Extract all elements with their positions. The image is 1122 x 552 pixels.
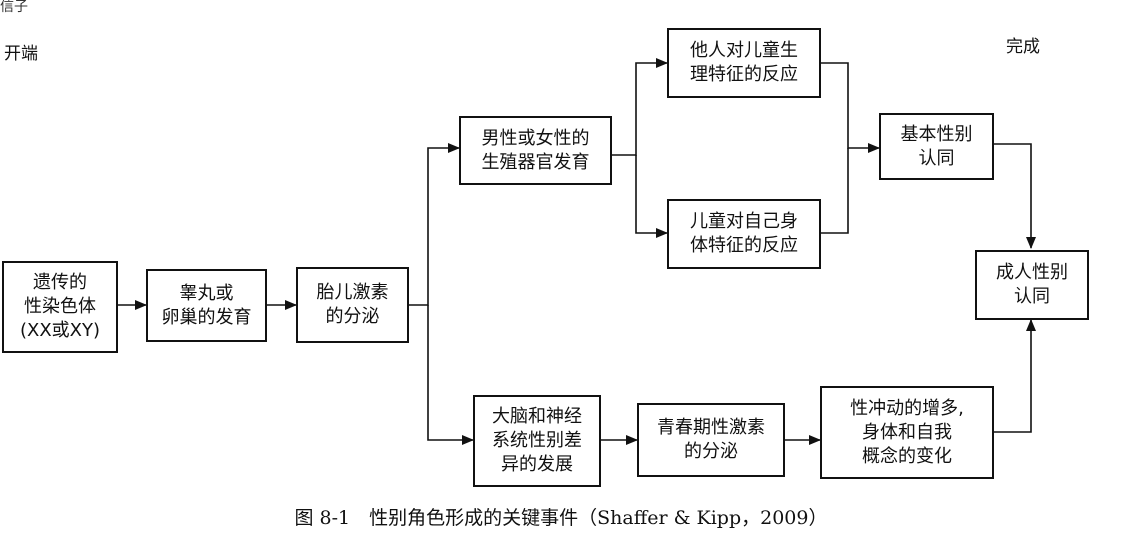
fetal-hormone-box: 胎儿激素 的分泌	[296, 267, 409, 343]
genital-development-text: 男性或女性的 生殖器官发育	[481, 127, 590, 173]
puberty-hormone-box: 青春期性激素 的分泌	[637, 403, 785, 477]
branch-genitals-to-others	[612, 58, 668, 156]
child-reaction-text: 儿童对自己身 体特征的反应	[690, 211, 798, 256]
arrow-sexdrive-to-adult	[994, 319, 1036, 433]
figure-caption: 图 8-1 性别角色形成的关键事件（Shaffer & Kipp，2009）	[294, 507, 828, 529]
genetic-sex-chromosomes-text: 遗传的 性染色体 (XX或XY)	[19, 272, 101, 341]
gonad-development-box: 睾丸或 卵巢的发育	[146, 269, 267, 342]
merge-others-to-basic	[821, 62, 880, 153]
others-reaction-text: 他人对儿童生 理特征的反应	[690, 40, 798, 85]
adult-gender-identity-box: 成人性别 认同	[975, 250, 1089, 320]
merge-child-to-basic	[821, 148, 849, 234]
genital-development-box: 男性或女性的 生殖器官发育	[459, 116, 612, 185]
branch-genitals-to-child	[635, 155, 668, 238]
adult-gender-identity-text: 成人性别 认同	[996, 262, 1068, 307]
branch-hormones-upper	[409, 143, 460, 306]
genetic-sex-chromosomes-box: 遗传的 性染色体 (XX或XY)	[2, 261, 118, 353]
branch-hormones-lower	[427, 305, 474, 445]
gonad-development-text: 睾丸或 卵巢的发育	[161, 282, 252, 328]
child-reaction-box: 儿童对自己身 体特征的反应	[667, 199, 821, 269]
corner-mark: 信子	[0, 0, 28, 15]
brain-development-box: 大脑和神经 系统性别差 异的发展	[473, 395, 601, 487]
arrow-basic-to-adult	[994, 143, 1036, 249]
others-reaction-box: 他人对儿童生 理特征的反应	[667, 28, 821, 98]
fetal-hormone-text: 胎儿激素 的分泌	[316, 282, 389, 327]
start-label: 开端	[4, 44, 38, 64]
sex-drive-text: 性冲动的增多, 身体和自我 概念的变化	[850, 397, 964, 467]
basic-gender-identity-text: 基本性别 认同	[900, 123, 973, 169]
puberty-hormone-text: 青春期性激素 的分泌	[657, 417, 765, 462]
sex-drive-box: 性冲动的增多, 身体和自我 概念的变化	[820, 386, 994, 479]
basic-gender-identity-box: 基本性别 认同	[879, 113, 994, 180]
brain-development-text: 大脑和神经 系统性别差 异的发展	[492, 406, 582, 475]
end-label: 完成	[1006, 37, 1040, 57]
